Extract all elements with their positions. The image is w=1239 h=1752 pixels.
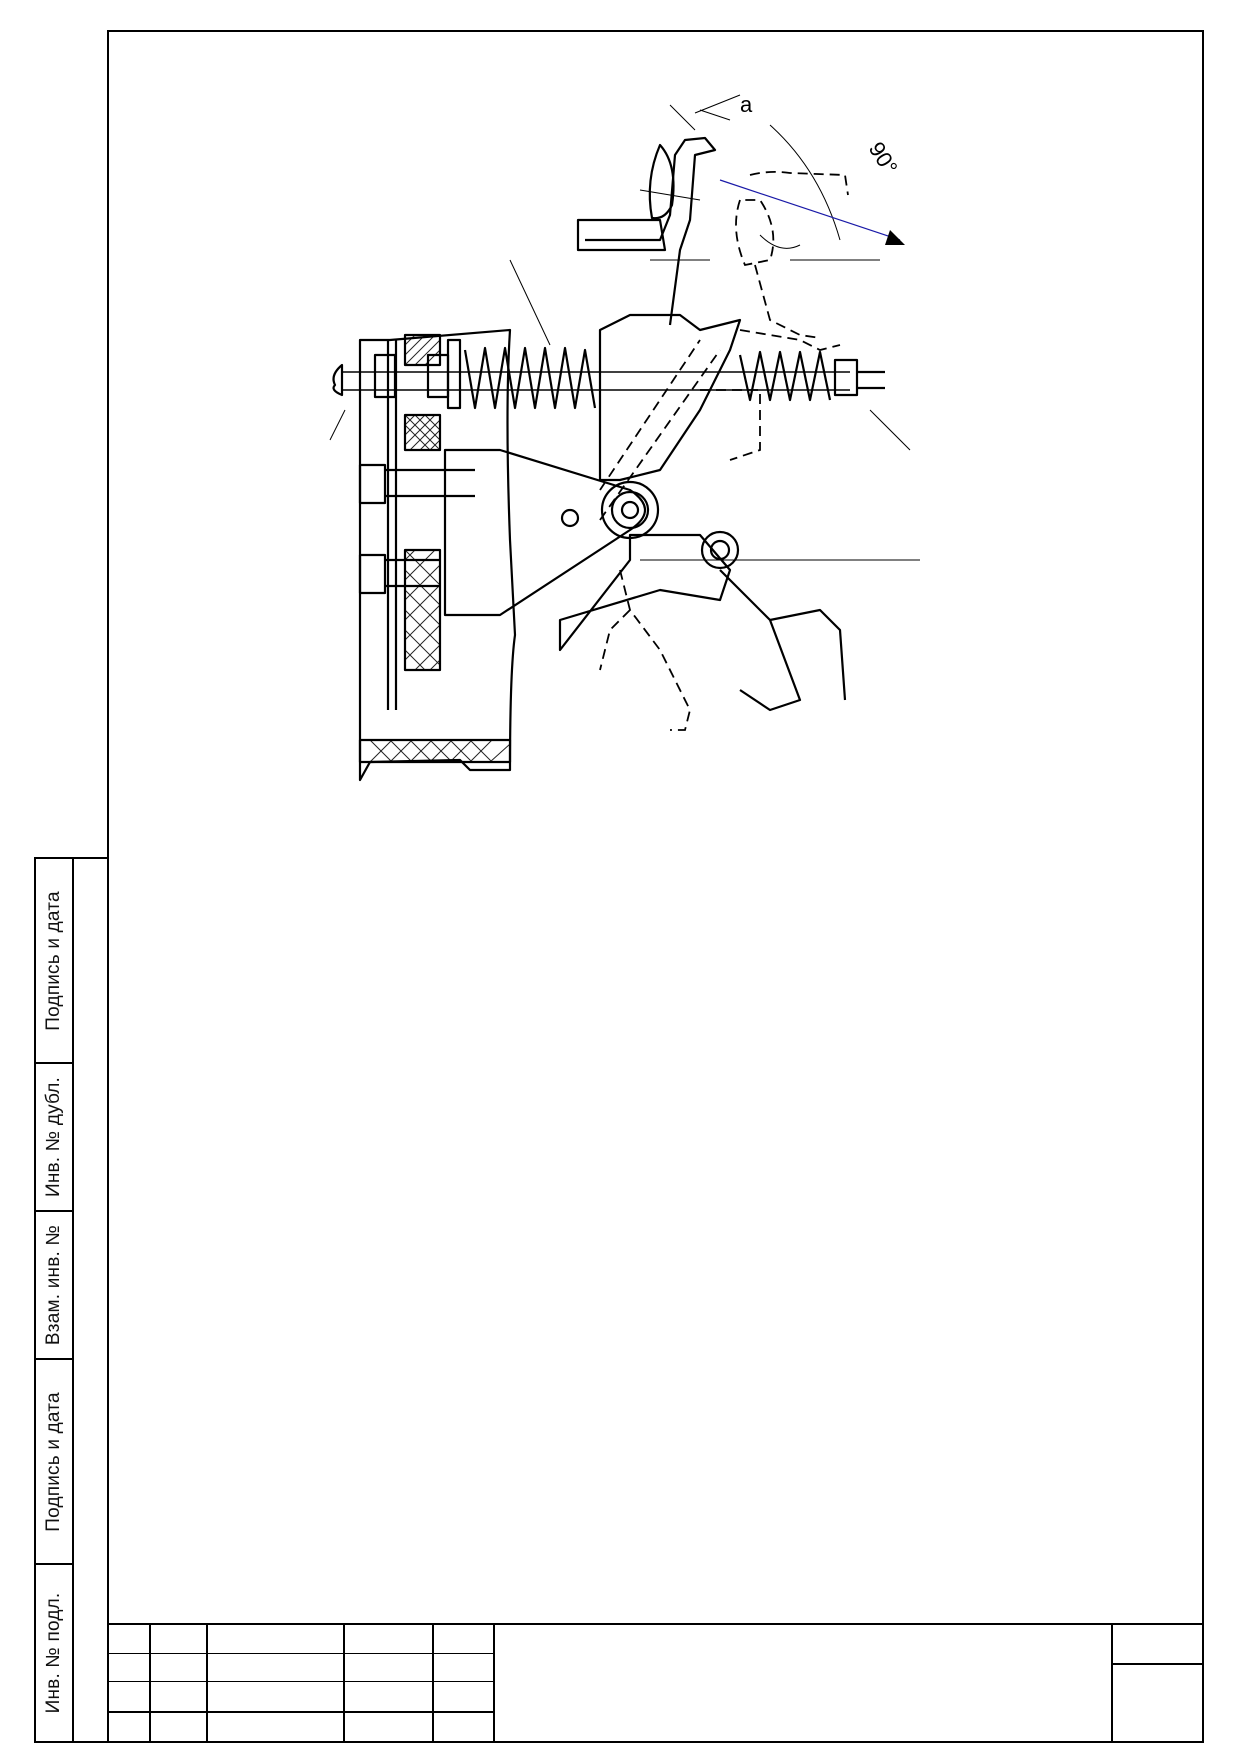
sidebar-cell-orig-inv: Инв. № подл. bbox=[36, 1565, 72, 1741]
tb-col-line bbox=[149, 1623, 151, 1743]
tb-row-line bbox=[107, 1681, 495, 1682]
tb-row-line bbox=[107, 1653, 495, 1654]
mechanism-drawing: a 90° bbox=[329, 92, 920, 782]
insulator-block bbox=[358, 333, 512, 764]
bolt-shank-2 bbox=[385, 558, 440, 588]
tb-col-line bbox=[432, 1623, 434, 1743]
hole bbox=[560, 508, 580, 528]
tb-row-line bbox=[107, 1711, 495, 1713]
title-block bbox=[107, 1623, 1204, 1743]
bracket bbox=[598, 313, 742, 482]
pivot-pin bbox=[620, 500, 640, 520]
tb-col-line bbox=[206, 1623, 208, 1743]
lever-arm bbox=[443, 448, 647, 617]
sidebar-divider bbox=[72, 859, 74, 1741]
tb-col-line bbox=[343, 1623, 345, 1743]
alternate-position bbox=[599, 170, 849, 731]
base-plate bbox=[358, 328, 517, 782]
tb-top-line bbox=[107, 1623, 1204, 1625]
dimension-accent-line bbox=[719, 179, 901, 241]
sidebar-cell-signature-date-2: Подпись и дата bbox=[36, 1360, 72, 1565]
contact-holder bbox=[576, 218, 667, 252]
bolt-head-1 bbox=[358, 463, 387, 505]
dimension-lines bbox=[329, 94, 920, 561]
tb-row-line bbox=[1111, 1663, 1204, 1665]
shaft-knob bbox=[332, 363, 344, 397]
sidebar-label: Инв. № дубл. bbox=[43, 1076, 64, 1198]
main-shaft bbox=[342, 371, 850, 391]
lower-frame bbox=[769, 608, 847, 701]
pivot-inner bbox=[610, 490, 650, 530]
dimension-label-a: a bbox=[740, 92, 753, 117]
roller-pin bbox=[709, 539, 731, 561]
tb-col-line bbox=[1111, 1623, 1113, 1743]
sidebar-label: Подпись и дата bbox=[43, 1391, 64, 1532]
sidebar-cell-replace-inv: Взам. инв. № bbox=[36, 1212, 72, 1360]
tb-col-line bbox=[493, 1623, 495, 1743]
sidebar-stamp: Подпись и дата Инв. № дубл. Взам. инв. №… bbox=[34, 857, 107, 1743]
lower-link bbox=[558, 533, 732, 652]
sidebar-cell-dup-inv: Инв. № дубл. bbox=[36, 1064, 72, 1212]
sidebar-label: Подпись и дата bbox=[43, 890, 64, 1031]
sidebar-cell-signature-date-1: Подпись и дата bbox=[36, 859, 72, 1064]
washer bbox=[446, 338, 462, 410]
roller bbox=[700, 530, 740, 570]
moving-contact bbox=[648, 143, 675, 220]
angle-label: 90° bbox=[864, 137, 903, 178]
right-nut bbox=[833, 358, 859, 397]
dimension-arrow bbox=[885, 230, 905, 245]
bolt-head-2 bbox=[358, 553, 387, 595]
sidebar-label: Инв. № подл. bbox=[43, 1592, 64, 1714]
lower-arm bbox=[719, 569, 802, 712]
drawing-frame bbox=[107, 30, 1204, 1743]
contact-arm bbox=[585, 136, 717, 326]
right-spring bbox=[738, 350, 832, 402]
nut-1 bbox=[373, 353, 397, 399]
bolt-shank-1 bbox=[385, 468, 475, 498]
right-shaft-end bbox=[857, 370, 885, 390]
sidebar-label: Взам. инв. № bbox=[43, 1224, 64, 1346]
support-strip bbox=[386, 340, 398, 710]
left-spring bbox=[463, 346, 597, 410]
